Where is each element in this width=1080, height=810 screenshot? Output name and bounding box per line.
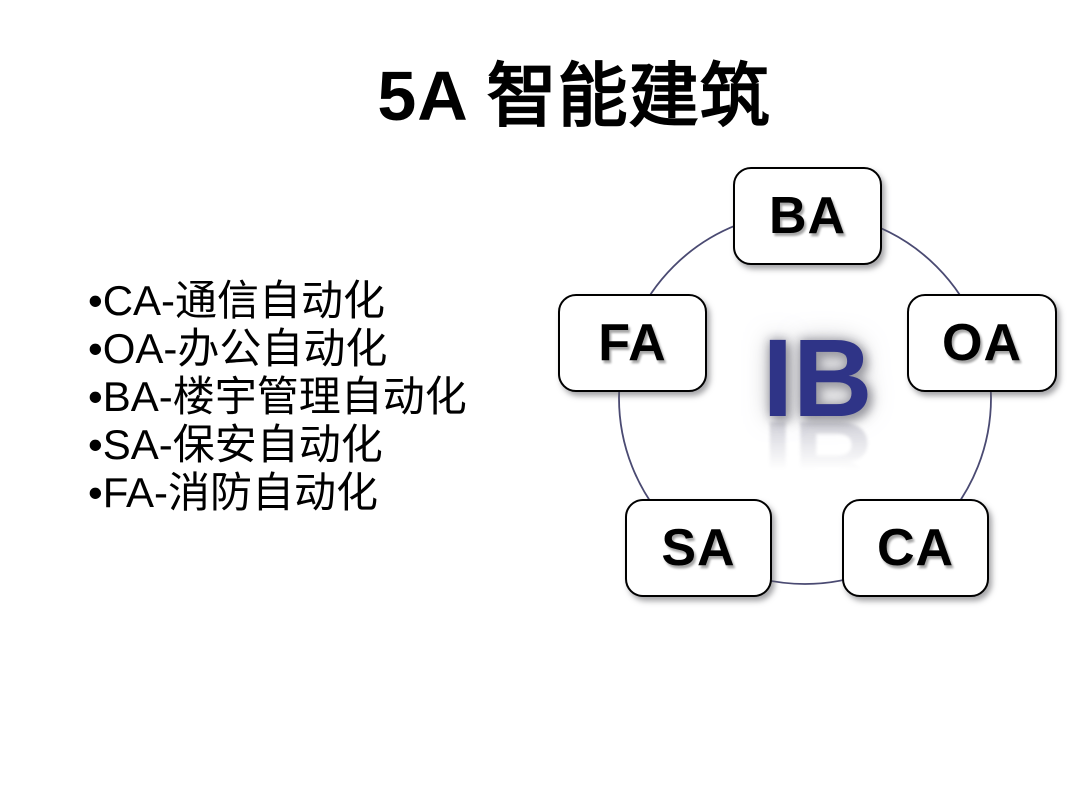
bullet-item: •OA-办公自动化: [88, 325, 388, 372]
node-ca: CA: [842, 499, 989, 597]
node-ba: BA: [733, 167, 882, 265]
node-ba-label: BA: [768, 187, 847, 245]
slide-title: 5A 智能建筑: [377, 57, 771, 135]
node-ca-label: CA: [876, 519, 955, 577]
bullet-item: •SA-保安自动化: [88, 421, 383, 468]
node-sa: SA: [625, 499, 772, 597]
node-fa-label: FA: [598, 314, 667, 372]
bullet-item: •CA-通信自动化: [88, 277, 386, 324]
bullet-list: •CA-通信自动化 •OA-办公自动化 •BA-楼宇管理自动化 •SA-保安自动…: [88, 277, 467, 517]
node-oa: OA: [907, 294, 1057, 392]
center-label-ib: IB: [762, 317, 873, 440]
bullet-item: •FA-消防自动化: [88, 469, 379, 516]
node-fa: FA: [558, 294, 707, 392]
node-sa-label: SA: [661, 519, 736, 577]
node-oa-label: OA: [942, 314, 1022, 372]
bullet-item: •BA-楼宇管理自动化: [88, 373, 467, 420]
